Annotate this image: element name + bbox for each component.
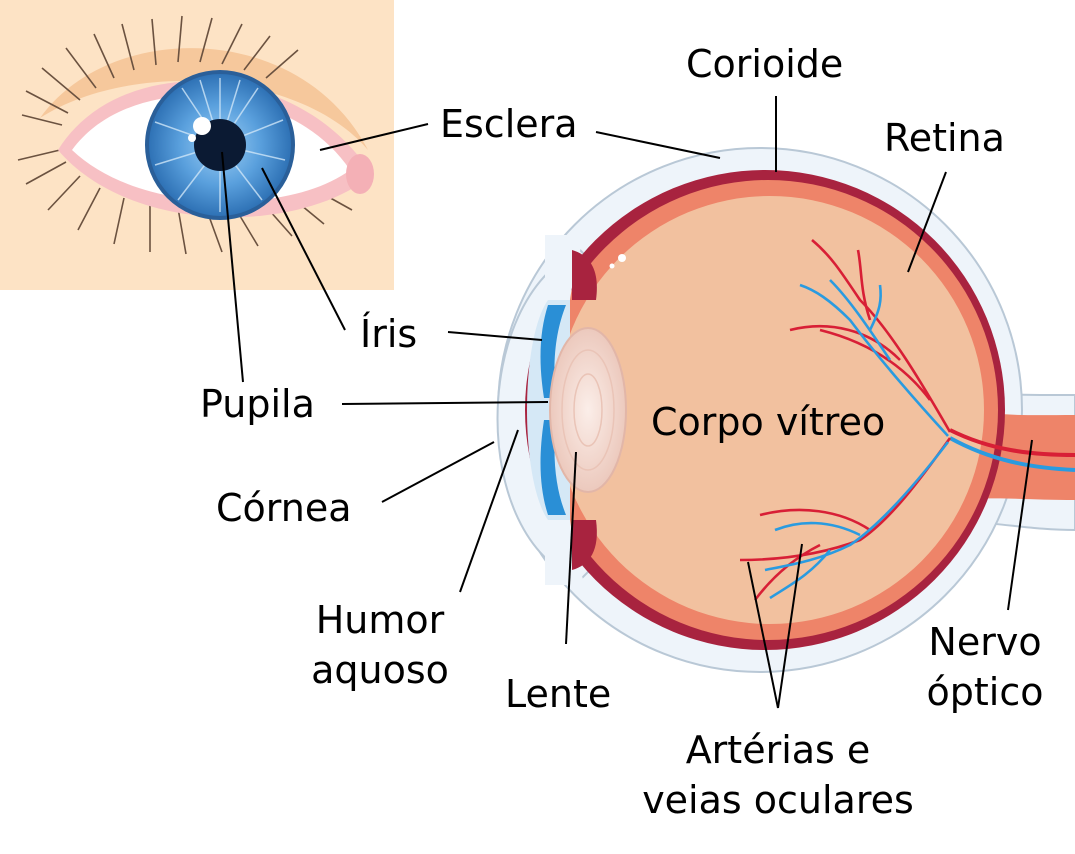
label-esclera: Esclera bbox=[440, 100, 578, 148]
caruncle bbox=[346, 154, 374, 194]
label-corpo-vitreo: Corpo vítreo bbox=[651, 398, 885, 446]
label-humor-aquoso-line1: Humor bbox=[300, 596, 460, 644]
eye-highlight-large bbox=[193, 117, 211, 135]
label-arterias-line1: Artérias e bbox=[620, 726, 936, 774]
vitreous-highlight bbox=[618, 254, 626, 262]
label-cornea: Córnea bbox=[216, 484, 352, 532]
label-nervo-optico-line1: Nervo bbox=[910, 618, 1060, 666]
label-humor-aquoso-line2: aquoso bbox=[300, 646, 460, 694]
label-pupila: Pupila bbox=[200, 380, 315, 428]
label-corioide: Corioide bbox=[686, 40, 843, 88]
leader-humor bbox=[460, 430, 518, 592]
eye-highlight-small bbox=[188, 134, 196, 142]
leader-esclera bbox=[596, 132, 720, 158]
label-iris: Íris bbox=[360, 310, 417, 358]
external-eye-illustration bbox=[0, 0, 394, 290]
vitreous-highlight-small bbox=[610, 264, 615, 269]
label-arterias-line2: veias oculares bbox=[620, 776, 936, 824]
leader-cornea bbox=[382, 442, 494, 502]
label-lente: Lente bbox=[505, 670, 611, 718]
label-nervo-optico-line2: óptico bbox=[910, 668, 1060, 716]
label-retina: Retina bbox=[884, 114, 1005, 162]
